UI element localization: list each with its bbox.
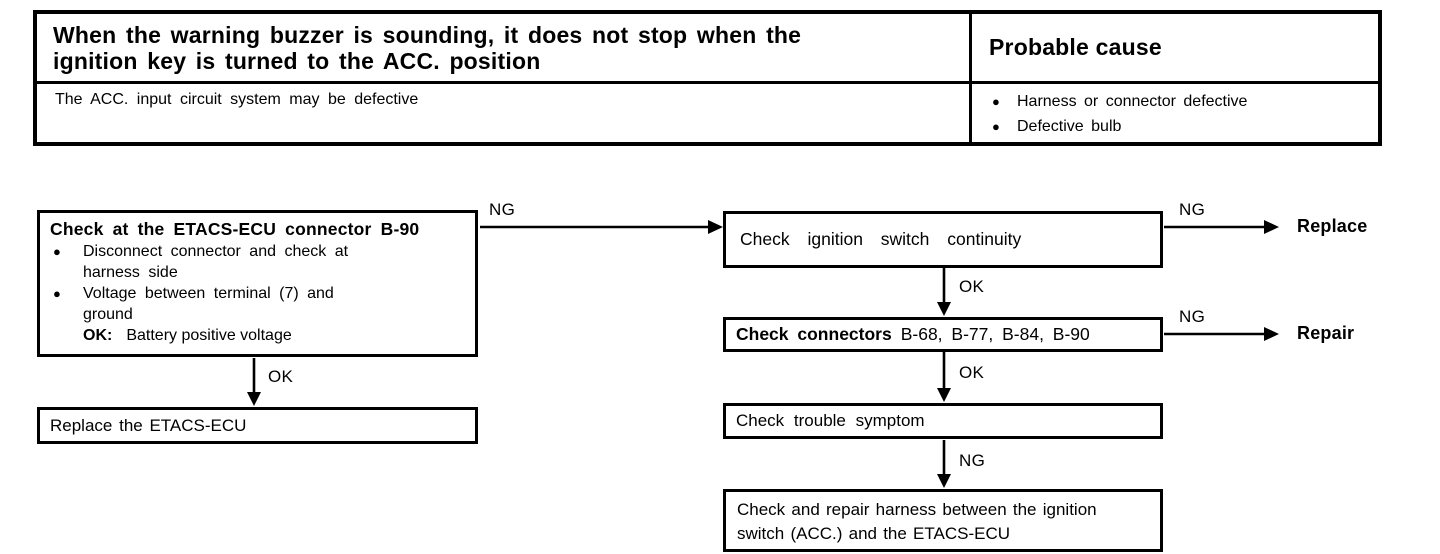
symptom-detail: The ACC. input circuit system may be def… <box>55 91 419 108</box>
check-ecu-bullet: Disconnect connector and check at harnes… <box>50 241 469 283</box>
bullet-icon <box>992 114 1000 139</box>
edge-connectors-to-symptom <box>937 352 951 402</box>
check-ecu-connector-box: Check at the ETACS-ECU connector B-90 Di… <box>37 210 478 357</box>
terminal-replace-label: Replace <box>1297 216 1368 236</box>
check-connectors-box: Check connectors B-68, B-77, B-84, B-90 <box>723 317 1163 352</box>
ok-value-text: Battery positive voltage <box>126 327 292 344</box>
check-ignition-switch-text: Check ignition switch continuity <box>740 229 1022 249</box>
symptom-table: When the warning buzzer is sounding, it … <box>33 10 1382 146</box>
check-ecu-title: Check at the ETACS-ECU connector B-90 <box>50 219 420 239</box>
bullet-icon <box>992 89 1000 114</box>
check-repair-harness-text: Check and repair harness between the ign… <box>737 500 1097 543</box>
check-ignition-switch-box: Check ignition switch continuity <box>723 211 1163 268</box>
edge-label-ok: OK <box>268 367 294 386</box>
probable-cause-item: Defective bulb <box>972 114 1378 139</box>
edge-label-ng: NG <box>959 451 986 470</box>
edge-ecu-to-ignition <box>480 220 723 234</box>
probable-causes-cell: Harness or connector defective Defective… <box>972 84 1378 142</box>
check-ecu-bullet-text: Disconnect connector and check at harnes… <box>83 243 349 281</box>
bullet-icon <box>53 241 61 262</box>
probable-cause-header: Probable cause <box>989 34 1162 60</box>
edge-label-ng: NG <box>1179 307 1206 326</box>
probable-cause-header-cell: Probable cause <box>972 14 1378 84</box>
edge-label-ok: OK <box>959 363 985 382</box>
symptom-detail-cell: The ACC. input circuit system may be def… <box>37 84 972 142</box>
check-ecu-bullet: Voltage between terminal (7) and ground <box>50 283 469 325</box>
edge-ignition-to-replace <box>1164 220 1279 234</box>
check-connectors-list-text: B-68, B-77, B-84, B-90 <box>900 324 1090 344</box>
bullet-icon <box>53 283 61 304</box>
check-connectors-bold-text: Check connectors <box>736 324 892 344</box>
ok-prefix-label: OK: <box>83 327 113 344</box>
edge-label-ng: NG <box>1179 200 1206 219</box>
terminal-repair-label: Repair <box>1297 323 1355 343</box>
edge-ignition-to-connectors <box>937 268 951 316</box>
replace-ecu-text: Replace the ETACS-ECU <box>50 415 247 435</box>
probable-cause-item: Harness or connector defective <box>972 89 1378 114</box>
edge-ecu-to-replace-ecu <box>247 358 261 406</box>
edge-symptom-to-harness <box>937 440 951 488</box>
edge-label-ng: NG <box>489 200 516 219</box>
edge-connectors-to-repair <box>1164 327 1279 341</box>
symptom-header-cell: When the warning buzzer is sounding, it … <box>37 14 972 84</box>
check-ecu-ok-line: OK: Battery positive voltage <box>50 325 469 346</box>
probable-cause-text: Defective bulb <box>1017 118 1122 135</box>
probable-cause-text: Harness or connector defective <box>1017 93 1248 110</box>
check-trouble-symptom-text: Check trouble symptom <box>736 411 925 430</box>
check-ecu-bullet-text: Voltage between terminal (7) and ground <box>83 285 334 323</box>
check-trouble-symptom-box: Check trouble symptom <box>723 403 1163 439</box>
replace-ecu-box: Replace the ETACS-ECU <box>37 407 478 444</box>
edge-label-ok: OK <box>959 277 985 296</box>
symptom-title: When the warning buzzer is sounding, it … <box>53 21 802 74</box>
check-repair-harness-box: Check and repair harness between the ign… <box>723 489 1163 552</box>
